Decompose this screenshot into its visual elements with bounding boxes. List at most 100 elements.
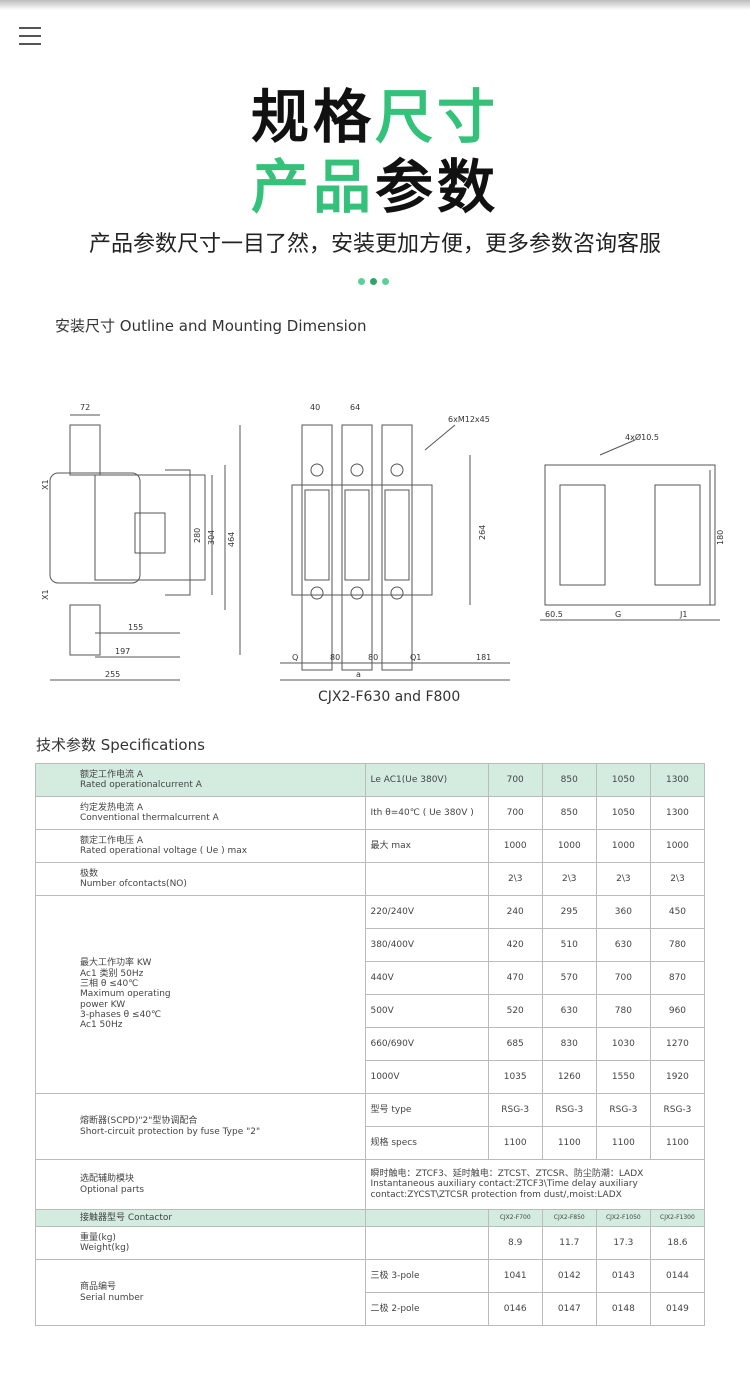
power-label-line: 最大工作功率 KW (80, 958, 152, 969)
cell-value: 510 (541, 928, 597, 962)
cell-value: CJX2-F1300 (649, 1209, 706, 1227)
screw-spec: 6xM12x45 (448, 415, 490, 424)
cell-value: 1300 (649, 763, 706, 797)
cell-value: 1260 (541, 1060, 597, 1094)
cell-value: 17.3 (595, 1226, 651, 1260)
optional-text-line: Instantaneous auxiliary contact:ZTCF3\Ti… (370, 1179, 638, 1190)
cell-value: 1270 (649, 1027, 706, 1061)
cell-value: 685 (487, 1027, 543, 1061)
row-condition: 最大 max (365, 829, 489, 863)
outline-heading: 安装尺寸 Outline and Mounting Dimension (55, 317, 367, 335)
cell-value: 0143 (595, 1259, 651, 1293)
table-row: 660/690V 685 830 1030 1270 (36, 1027, 706, 1061)
cell-value: 470 (487, 961, 543, 995)
row-condition: 型号 type (365, 1093, 489, 1127)
cell-value: 0148 (595, 1292, 651, 1326)
cell-value: 240 (487, 895, 543, 929)
row-label-cn: 额定工作电压 A (80, 835, 144, 846)
cell-value: 0144 (649, 1259, 706, 1293)
page-title-line2: 产品参数 (0, 140, 750, 224)
cell-value: 1035 (487, 1060, 543, 1094)
dim-155: 155 (128, 623, 143, 632)
row-label-en: Conventional thermalcurrent A (80, 813, 219, 823)
top-shadow-bar (0, 0, 750, 10)
dim-q: Q (292, 653, 298, 662)
row-condition (365, 1209, 489, 1227)
dim-a: a (356, 670, 361, 679)
row-condition: Le AC1(Ue 380V) (365, 763, 489, 797)
cell-value: CJX2-F850 (541, 1209, 597, 1227)
cell-value: 830 (541, 1027, 597, 1061)
dim-80-b: 80 (368, 653, 378, 662)
power-label-line: Maximum operating (80, 989, 171, 1000)
row-label-en: Weight(kg) (80, 1243, 130, 1253)
cell-value: 870 (649, 961, 706, 995)
row-condition: 500V (365, 994, 489, 1028)
cell-value: 850 (541, 796, 597, 830)
row-condition: 规格 specs (365, 1126, 489, 1160)
cell-value: 1000 (649, 829, 706, 863)
holes-spec: 4xØ10.5 (625, 432, 659, 442)
power-label-line: Ac1 50Hz (80, 1020, 123, 1031)
row-condition: 660/690V (365, 1027, 489, 1061)
cell-value: 1050 (595, 763, 651, 797)
row-label-cn: 接触器型号 Contactor (34, 1209, 367, 1227)
front-view-labels: 40 64 6xM12x45 264 Q 80 80 Q1 181 a (292, 403, 491, 679)
row-label-en: Rated operationalcurrent A (80, 780, 202, 790)
cell-value: 780 (649, 928, 706, 962)
cell-value: 1100 (541, 1126, 597, 1160)
table-row: 规格 specs 1100 1100 1100 1100 (36, 1126, 706, 1160)
row-condition: 三极 3-pole (365, 1259, 489, 1293)
row-condition: 1000V (365, 1060, 489, 1094)
cell-value: 0142 (541, 1259, 597, 1293)
power-label-line: 三相 θ ≤40℃ (80, 978, 139, 989)
cell-value: 0147 (541, 1292, 597, 1326)
row-label-cn: 极数 (80, 868, 99, 879)
row-label-en: Number ofcontacts(NO) (80, 879, 187, 889)
cell-value: 450 (649, 895, 706, 929)
menu-icon[interactable] (19, 27, 41, 45)
cell-value: 630 (541, 994, 597, 1028)
cell-value: 1000 (541, 829, 597, 863)
front-view (280, 424, 510, 681)
cell-value: 700 (487, 796, 543, 830)
outline-drawing: 72 280 304 464 X1 X1 155 197 255 40 64 6… (41, 403, 725, 681)
dim-180: 180 (716, 530, 725, 545)
cell-value: RSG-3 (649, 1093, 706, 1127)
optional-parts-text: 瞬时触电：ZTCF3、延时触电：ZTCST、ZTCSR、防尘防潮：LADX In… (365, 1159, 705, 1210)
table-row: 接触器型号 Contactor CJX2-F700 CJX2-F850 CJX2… (34, 1209, 706, 1227)
cell-value: 1041 (487, 1259, 543, 1293)
cell-value: 420 (487, 928, 543, 962)
dim-72: 72 (80, 403, 90, 412)
cell-value: 700 (595, 961, 651, 995)
mounting-view-labels: 4xØ10.5 180 60.5 G J1 (545, 432, 725, 619)
cell-value: 1000 (595, 829, 651, 863)
dim-q1: Q1 (410, 653, 421, 662)
table-row: 最大工作功率 KW Ac1 类别 50Hz 三相 θ ≤40℃ Maximum … (34, 895, 706, 1094)
cell-value: CJX2-F700 (487, 1209, 543, 1227)
row-label-en: Optional parts (80, 1184, 145, 1195)
dim-464: 464 (227, 532, 236, 547)
page-subtitle: 产品参数尺寸一目了然，安装更加方便，更多参数咨询客服 (88, 232, 661, 257)
side-view (49, 414, 241, 681)
row-label-en: Short-circuit protection by fuse Type "2… (80, 1126, 261, 1137)
row-condition: 440V (365, 961, 489, 995)
cell-value: 1100 (487, 1126, 543, 1160)
table-row: 1000V 1035 1260 1550 1920 (36, 1060, 706, 1094)
cell-value: 2\3 (649, 862, 706, 896)
cell-value: CJX2-F1050 (595, 1209, 651, 1227)
cell-value: 2\3 (595, 862, 651, 896)
cell-value: 295 (541, 895, 597, 929)
pager-dots (358, 270, 394, 289)
cell-value: 700 (487, 763, 543, 797)
dim-64: 64 (350, 403, 360, 412)
power-label-line: 3-phases θ ≤40℃ (80, 1010, 162, 1021)
dim-280: 280 (193, 528, 202, 543)
row-label-en: Serial number (80, 1292, 144, 1303)
dim-60-5: 60.5 (545, 610, 563, 619)
cell-value: 780 (595, 994, 651, 1028)
cell-value: 1030 (595, 1027, 651, 1061)
